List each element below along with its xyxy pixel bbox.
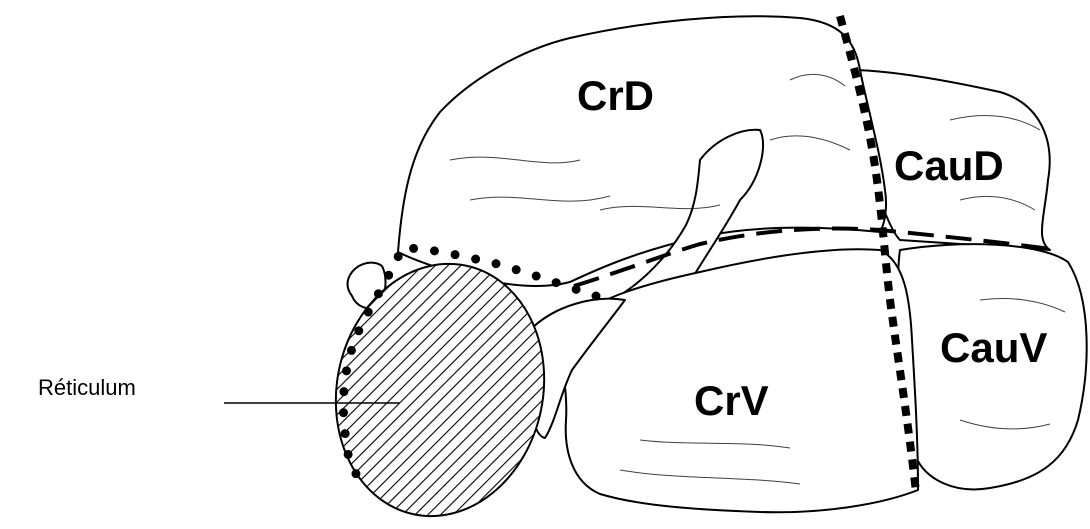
label-crd: CrD: [577, 72, 654, 119]
craniodorsal-sac: [398, 16, 886, 286]
label-cauv: CauV: [940, 324, 1047, 371]
label-crv: CrV: [694, 377, 769, 424]
label-caud: CauD: [894, 142, 1004, 189]
label-reticulum: Réticulum: [38, 375, 136, 400]
